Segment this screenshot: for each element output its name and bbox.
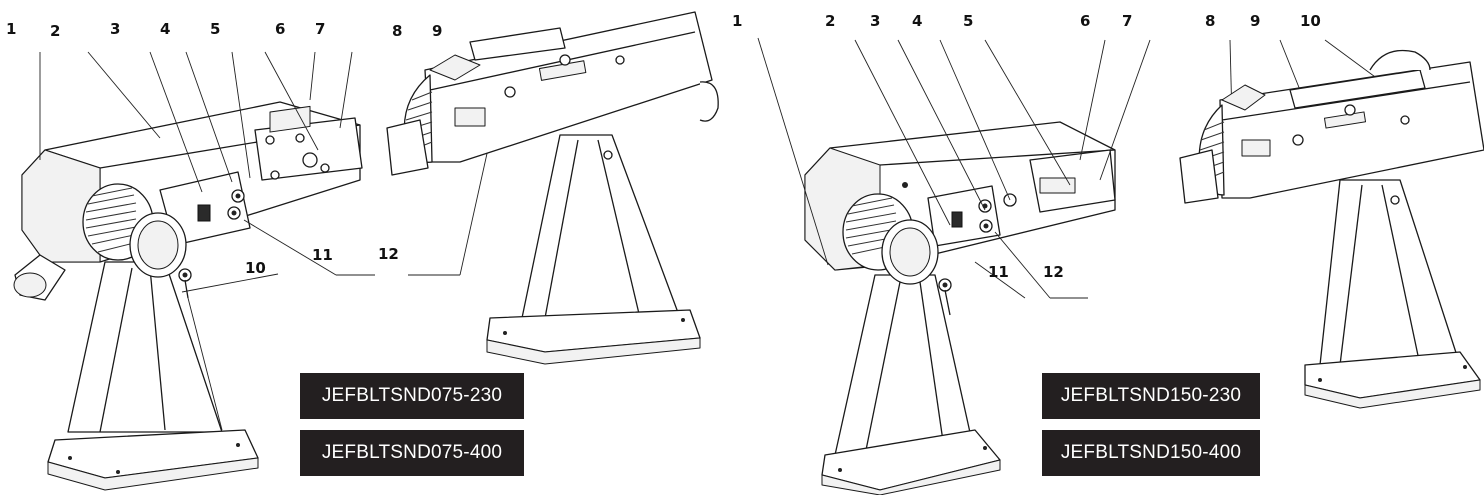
right-front-motor (842, 193, 939, 285)
left-callout-1: 1 (6, 20, 16, 38)
left-callouts: 1 2 3 4 5 6 7 8 9 10 11 12 (6, 20, 442, 277)
right-callout-12: 12 (1043, 263, 1064, 281)
right-callout-2: 2 (825, 12, 835, 30)
right-callout-8: 8 (1205, 12, 1215, 30)
right-callout-5: 5 (963, 12, 973, 30)
model-badge-150-230: JEFBLTSND150-230 (1042, 373, 1260, 419)
left-rear-stand (521, 134, 681, 319)
left-callout-2: 2 (50, 22, 60, 40)
right-callouts: 1 2 3 4 5 6 7 8 9 10 11 12 (732, 12, 1321, 281)
right-callout-6: 6 (1080, 12, 1090, 30)
model-badge-075-400: JEFBLTSND075-400 (300, 430, 524, 476)
right-callout-11: 11 (988, 263, 1009, 281)
left-callout-8: 8 (392, 22, 402, 40)
left-callout-4: 4 (160, 20, 170, 38)
right-rear-stand (1319, 179, 1461, 366)
left-callout-6: 6 (275, 20, 285, 38)
left-front-motor (82, 183, 187, 278)
left-callout-7: 7 (315, 20, 325, 38)
right-callout-9: 9 (1250, 12, 1260, 30)
right-front-view (804, 121, 1116, 495)
left-front-stand (67, 261, 223, 433)
left-callout-5: 5 (210, 20, 220, 38)
left-rear-view (386, 11, 719, 365)
right-callout-3: 3 (870, 12, 880, 30)
right-callout-7: 7 (1122, 12, 1132, 30)
left-front-view (13, 101, 363, 491)
model-badge-150-400: JEFBLTSND150-400 (1042, 430, 1260, 476)
right-callout-1: 1 (732, 12, 742, 30)
left-callout-10: 10 (245, 259, 266, 277)
left-callout-12: 12 (378, 245, 399, 263)
left-callout-3: 3 (110, 20, 120, 38)
right-callout-10: 10 (1300, 12, 1321, 30)
right-front-stand (834, 274, 976, 456)
right-rear-view (1179, 49, 1484, 409)
model-badge-075-230: JEFBLTSND075-230 (300, 373, 524, 419)
left-callout-9: 9 (432, 22, 442, 40)
left-leader-lines (39, 51, 491, 431)
left-callout-11: 11 (312, 246, 333, 264)
right-callout-4: 4 (912, 12, 922, 30)
